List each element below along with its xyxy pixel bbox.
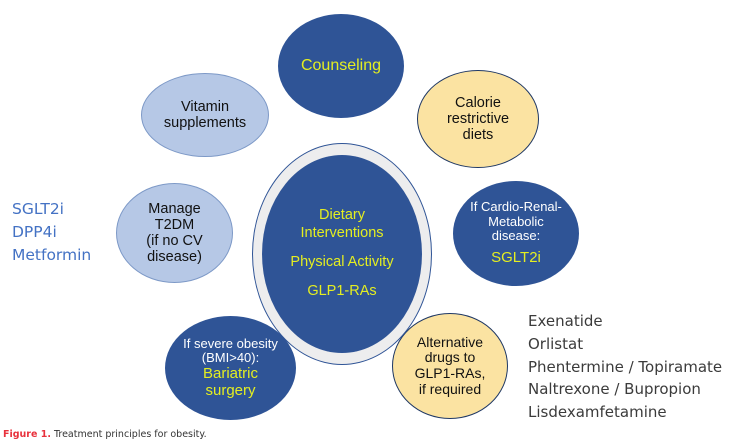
bubble-cardiorenal-line2: Metabolic [488,213,544,229]
bubble-t2dm-line4: disease) [147,249,202,266]
right-drug-item-naltrexone-bupropion: Naltrexone / Bupropion [528,380,701,399]
bubble-t2dm-line1: Manage [148,200,201,217]
bubble-calorie-line3: diets [462,127,494,144]
figure-caption-text: Treatment principles for obesity. [50,429,207,440]
right-drug-item-exenatide: Exenatide [528,312,603,330]
bubble-calorie-restrictive-diets: Calorie restrictive diets [417,70,539,168]
bubble-vitamin-line1: Vitamin [180,98,230,115]
bubble-bariatric-line2: (BMI>40): [201,350,260,366]
left-drug-item-sglt2i: SGLT2i [12,200,64,218]
bubble-cardiorenal-highlight: SGLT2i [491,248,541,266]
left-drug-item-metformin: Metformin [12,245,92,264]
bubble-alternative-drugs: Alternative drugs to GLP1-RAs, if requir… [392,313,508,419]
figure-caption: Figure 1. Treatment principles for obesi… [3,429,207,440]
core-dietary-line2: Interventions [300,224,384,241]
bubble-t2dm-line2: T2DM [154,216,195,233]
bubble-altdrugs-line1: Alternative [416,333,484,350]
bubble-bariatric-highlight2: surgery [205,381,256,399]
figure-caption-number: Figure 1. [3,429,51,440]
bubble-manage-t2dm: Manage T2DM (if no CV disease) [116,183,233,283]
bubble-bariatric-highlight1: Bariatric [202,364,258,382]
bubble-cardiorenal-line3: disease: [491,228,541,244]
right-drug-item-orlistat: Orlistat [528,334,584,353]
core-glp1-line1: GLP1-RAs [307,283,377,300]
bubble-altdrugs-line4: if required [418,380,482,397]
left-drug-list: SGLT2i DPP4i Metformin [12,198,91,267]
core-group-dietary: Dietary Interventions [300,207,383,242]
bubble-calorie-line2: restrictive [446,110,510,127]
right-drug-item-lisdexamfetamine: Lisdexamfetamine [528,403,667,422]
bubble-cardio-renal-metabolic: If Cardio-Renal- Metabolic disease: SGLT… [453,181,579,286]
bubble-counseling-line1: Counseling [300,57,382,75]
bubble-altdrugs-line3: GLP1-RAs, [414,365,486,381]
bubble-vitamin-line2: supplements [163,115,247,131]
bubble-altdrugs-line2: drugs to [424,349,476,366]
bubble-bariatric-surgery: If severe obesity (BMI>40): Bariatric su… [165,316,296,420]
bubble-core-interventions: Dietary Interventions Physical Activity … [262,155,422,353]
core-group-activity: Physical Activity [290,254,393,271]
left-drug-item-dpp4i: DPP4i [12,222,57,241]
core-activity-line1: Physical Activity [290,254,394,270]
bubble-cardiorenal-line1: If Cardio-Renal- [470,199,562,215]
bubble-calorie-line1: Calorie [455,94,501,111]
right-drug-item-phentermine-topiramate: Phentermine / Topiramate [528,357,723,376]
bubble-t2dm-line3: (if no CV [146,233,203,249]
bubble-vitamin-supplements: Vitamin supplements [141,73,269,157]
bubble-counseling: Counseling [278,14,404,118]
core-dietary-line1: Dietary [319,207,365,224]
bubble-bariatric-line1: If severe obesity [183,335,278,351]
core-group-glp1: GLP1-RAs [307,283,376,300]
right-drug-list: Exenatide Orlistat Phentermine / Topiram… [528,310,722,424]
